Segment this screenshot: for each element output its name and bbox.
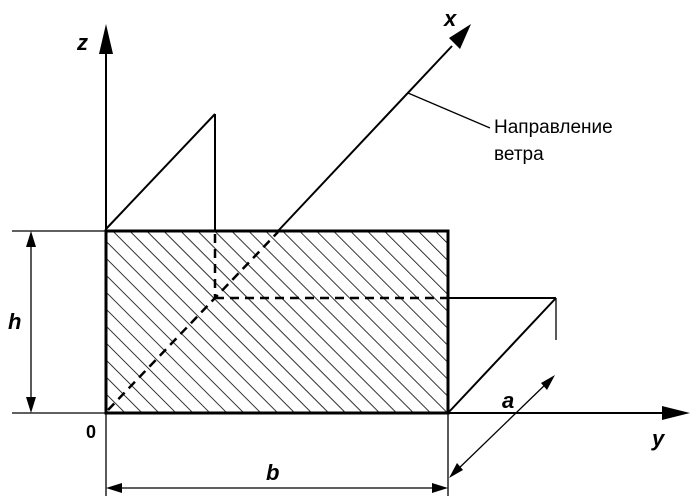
h-label: h	[8, 309, 21, 334]
b-label: b	[266, 460, 279, 485]
wind-leader-line	[407, 92, 491, 129]
x-axis-arrowhead	[449, 24, 471, 49]
b-arrow-left	[106, 483, 122, 493]
wind-label-line2: ветра	[494, 144, 544, 165]
x-axis-label: x	[443, 6, 457, 31]
b-arrow-right	[432, 483, 448, 493]
y-axis-arrowhead	[662, 406, 690, 420]
wind-label-line1: Направление	[494, 117, 613, 138]
z-axis-label: z	[76, 30, 88, 55]
a-dimension-line	[454, 380, 550, 473]
a-arrow-high	[541, 375, 555, 390]
y-profile-diagonal	[447, 297, 557, 414]
a-label: a	[502, 388, 514, 413]
y-axis-label: y	[651, 426, 666, 451]
hatched-face	[106, 231, 448, 413]
x-axis-dashed	[107, 231, 279, 411]
x-axis-line	[277, 45, 453, 232]
h-arrow-bottom	[26, 397, 36, 413]
origin-label: 0	[86, 422, 96, 442]
h-arrow-top	[26, 231, 36, 247]
a-arrow-low	[449, 463, 463, 478]
z-axis-arrowhead	[99, 24, 113, 54]
z-profile-top	[105, 113, 216, 230]
